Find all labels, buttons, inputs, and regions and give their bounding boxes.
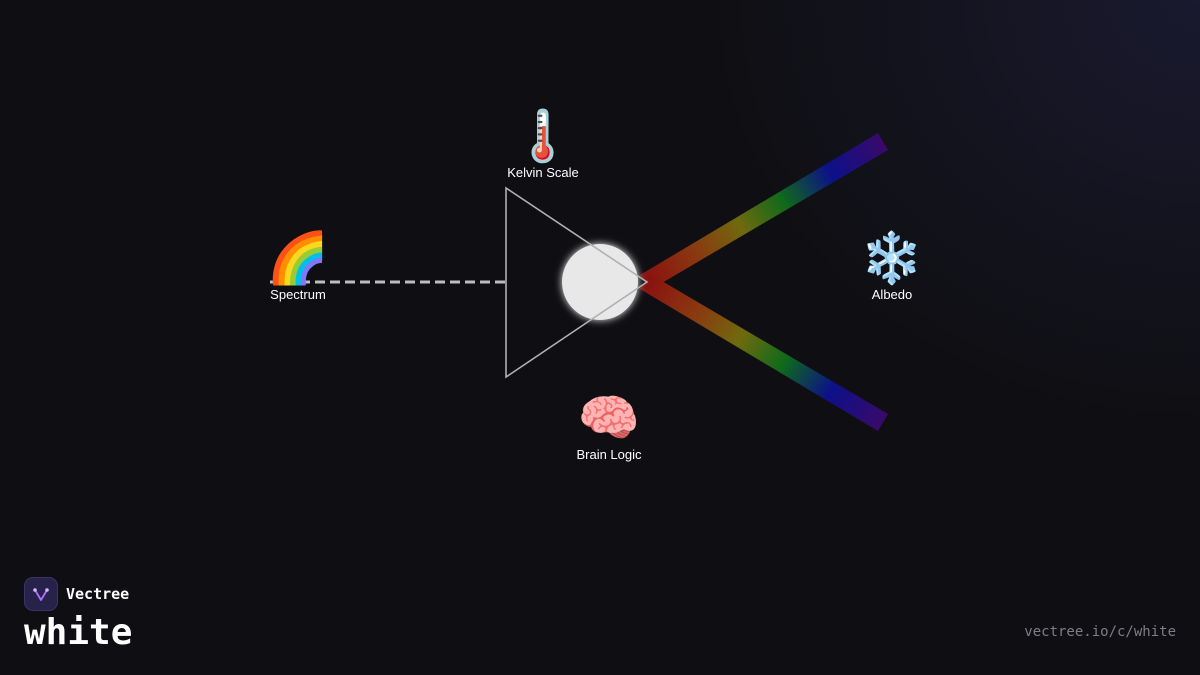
dispersed-beam-upper <box>640 133 888 290</box>
page-url[interactable]: vectree.io/c/white <box>1024 624 1176 640</box>
brand[interactable]: Vectree <box>24 577 129 611</box>
node-kelvin-scale[interactable]: 🌡️ Kelvin Scale <box>507 108 579 180</box>
page-title: white <box>24 612 133 653</box>
node-label: Kelvin Scale <box>507 165 579 180</box>
white-light-core <box>562 244 638 320</box>
node-label: Spectrum <box>270 287 326 302</box>
node-label: Albedo <box>871 287 913 302</box>
vectree-logo-icon <box>24 577 58 611</box>
node-albedo[interactable]: ❄️ Albedo <box>861 230 923 302</box>
thermometer-icon: 🌡️ <box>511 107 575 165</box>
node-label: Brain Logic <box>576 447 642 462</box>
node-spectrum[interactable]: 🌈 Spectrum <box>267 230 329 302</box>
rainbow-icon: 🌈 <box>266 229 330 287</box>
brain-icon: 🧠 <box>577 389 641 447</box>
snowflake-icon: ❄️ <box>860 229 924 287</box>
dispersed-beam-lower <box>640 274 888 431</box>
node-brain-logic[interactable]: 🧠 Brain Logic <box>576 390 641 462</box>
brand-name: Vectree <box>66 585 130 603</box>
prism-triangle <box>505 186 649 379</box>
